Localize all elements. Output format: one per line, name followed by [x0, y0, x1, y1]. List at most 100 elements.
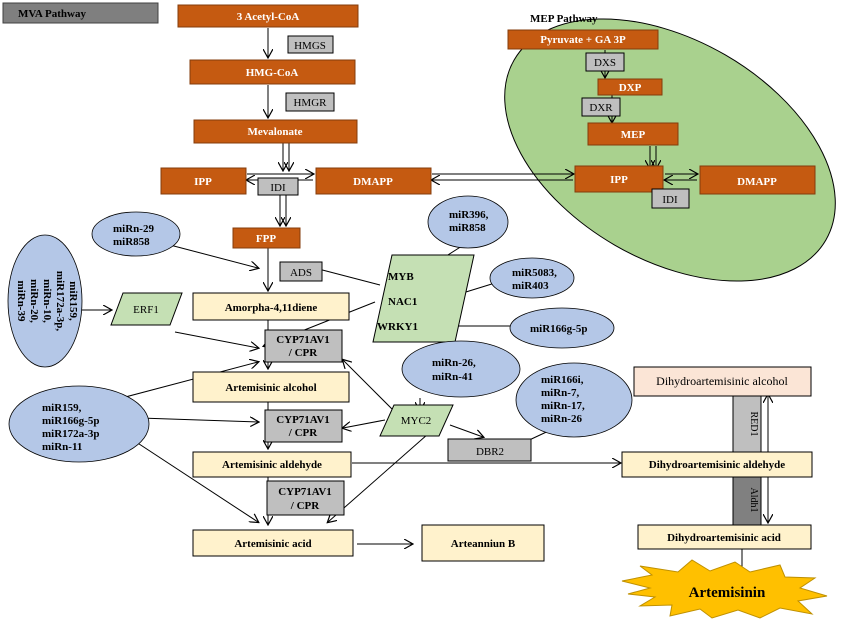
node-dmapp-left	[315, 167, 432, 195]
node-ipp-left	[160, 167, 247, 195]
node-dmapp-right-label: DMAPP	[737, 176, 777, 188]
node-dh-alcohol-label: Dihydroartemisinic alcohol	[656, 374, 788, 388]
node-mep	[587, 122, 679, 146]
node-arteanniun	[421, 524, 545, 562]
mirna-1-line1: miRn-29	[113, 223, 154, 235]
node-art-acid	[192, 529, 354, 557]
node-dh-acid-label: Dihydroartemisinic acid	[667, 532, 781, 544]
mirna-8-line3: miR172a-3p	[42, 428, 99, 440]
tf-erf1-label: ERF1	[133, 304, 159, 316]
node-fpp-label: FPP	[256, 233, 276, 245]
node-acetyl-coa-label: 3 Acetyl-CoA	[237, 11, 300, 23]
node-dh-acid	[637, 524, 812, 550]
node-hmg-coa	[189, 59, 356, 85]
mirna-group-1	[91, 211, 181, 257]
enzyme-ads-label: ADS	[290, 267, 312, 279]
enzyme-idi-left	[257, 177, 299, 196]
node-mevalonate-label: Mevalonate	[248, 126, 303, 138]
enzyme-cyp3-line1: CYP71AV1	[278, 486, 332, 498]
enzyme-ads	[279, 261, 323, 282]
mirna-3-line1: miR5083,	[512, 267, 557, 279]
node-art-aldehyde	[192, 451, 352, 478]
mirna-2-line2: miR858	[449, 222, 486, 234]
enzyme-red1-label: RED1	[748, 412, 759, 437]
enzyme-dxs-label: DXS	[594, 57, 616, 69]
node-pyruvate-label: Pyruvate + GA 3P	[540, 34, 626, 46]
mirna-7-line4: miRn-26	[541, 413, 582, 425]
enzyme-cyp1	[264, 329, 343, 363]
enzyme-dxr-label: DXR	[589, 102, 613, 114]
mirna-1-line2: miR858	[113, 236, 150, 248]
tf-wrky1-label: WRKY1	[377, 321, 418, 333]
enzyme-idi-left-label: IDI	[270, 182, 286, 194]
mirna-group-6	[401, 340, 521, 398]
mirna-5-line2: miR172a-3p,	[54, 271, 66, 331]
mirna-7-line3: miRn-17,	[541, 400, 585, 412]
node-art-aldehyde-label: Artemisinic aldehyde	[222, 459, 322, 471]
mva-pathway-label-box	[2, 2, 159, 24]
enzyme-cyp2-line2: / CPR	[288, 427, 318, 439]
node-dh-aldehyde-label: Dihydroartemisinic aldehyde	[649, 459, 786, 471]
enzyme-cyp1-line1: CYP71AV1	[276, 334, 330, 346]
enzyme-idi-right-label: IDI	[662, 194, 678, 206]
node-ipp-left-label: IPP	[194, 176, 212, 188]
node-dxp-label: DXP	[619, 82, 642, 94]
enzyme-cyp2	[264, 409, 343, 443]
mirna-group-3	[489, 257, 575, 299]
mirna-6-line1: miRn-26,	[432, 357, 476, 369]
node-mep-label: MEP	[621, 129, 646, 141]
mirna-3-line2: miR403	[512, 280, 549, 292]
enzyme-hmgs	[287, 35, 334, 54]
enzyme-aldh1-label: Aldh1	[748, 488, 759, 513]
enzyme-dbr2-label: DBR2	[476, 446, 504, 458]
tf-myc2	[379, 404, 454, 437]
node-dxp	[597, 78, 663, 96]
mirna-5-line1: miR159,	[67, 281, 79, 321]
mep-pathway-label: MEP Pathway	[530, 13, 598, 25]
node-fpp	[232, 227, 301, 249]
mirna-group-4	[509, 307, 615, 349]
mirna-5-line5: miRn-39	[15, 281, 27, 322]
enzyme-cyp2-line1: CYP71AV1	[276, 414, 330, 426]
node-dmapp-right	[699, 165, 816, 195]
node-dmapp-left-label: DMAPP	[353, 176, 393, 188]
enzyme-idi-right	[651, 188, 690, 209]
mirna-4-line1: miR166g-5p	[530, 323, 587, 335]
tf-nac1-label: NAC1	[388, 296, 417, 308]
node-hmg-coa-label: HMG-CoA	[246, 67, 299, 79]
enzyme-hmgr-label: HMGR	[293, 97, 327, 109]
tf-myc2-label: MYC2	[401, 415, 432, 427]
node-arteanniun-label: Arteanniun B	[451, 538, 516, 550]
node-art-acid-label: Artemisinic acid	[234, 538, 311, 550]
node-mevalonate	[193, 119, 358, 144]
enzyme-dbr2	[447, 438, 532, 462]
node-amorpha-label: Amorpha-4,11diene	[225, 302, 318, 314]
enzyme-dxr	[581, 97, 621, 117]
mirna-group-8	[8, 385, 150, 463]
enzyme-hmgs-label: HMGS	[294, 40, 326, 52]
mirna-group-5	[7, 234, 83, 368]
tf-erf1	[110, 292, 183, 326]
mirna-2-line1: miR396,	[449, 209, 489, 221]
mirna-6-line2: miRn-41	[432, 371, 473, 383]
node-ipp-right-label: IPP	[610, 174, 628, 186]
node-dh-alcohol	[633, 366, 812, 397]
enzyme-cyp3-line2: / CPR	[290, 500, 320, 512]
node-pyruvate	[507, 29, 659, 50]
mirna-7-line1: miR166i,	[541, 374, 584, 386]
mirna-7-line2: miRn-7,	[541, 387, 579, 399]
node-art-alcohol-label: Artemisinic alcohol	[225, 382, 316, 394]
node-amorpha	[192, 292, 350, 321]
mep-pathway-region	[504, 18, 836, 282]
mirna-8-line2: miR166g-5p	[42, 415, 99, 427]
node-ipp-right	[574, 165, 664, 193]
enzyme-cyp1-line2: / CPR	[288, 347, 318, 359]
mirna-5-line3: miRn-10,	[41, 279, 53, 323]
enzyme-cyp3	[266, 480, 345, 516]
node-dh-aldehyde	[621, 451, 813, 478]
enzyme-hmgr	[285, 92, 335, 112]
mirna-5-line4: miRn-20,	[28, 279, 40, 323]
artemisinin-label: Artemisinin	[689, 585, 766, 601]
mirna-8-line4: miRn-11	[42, 441, 82, 453]
